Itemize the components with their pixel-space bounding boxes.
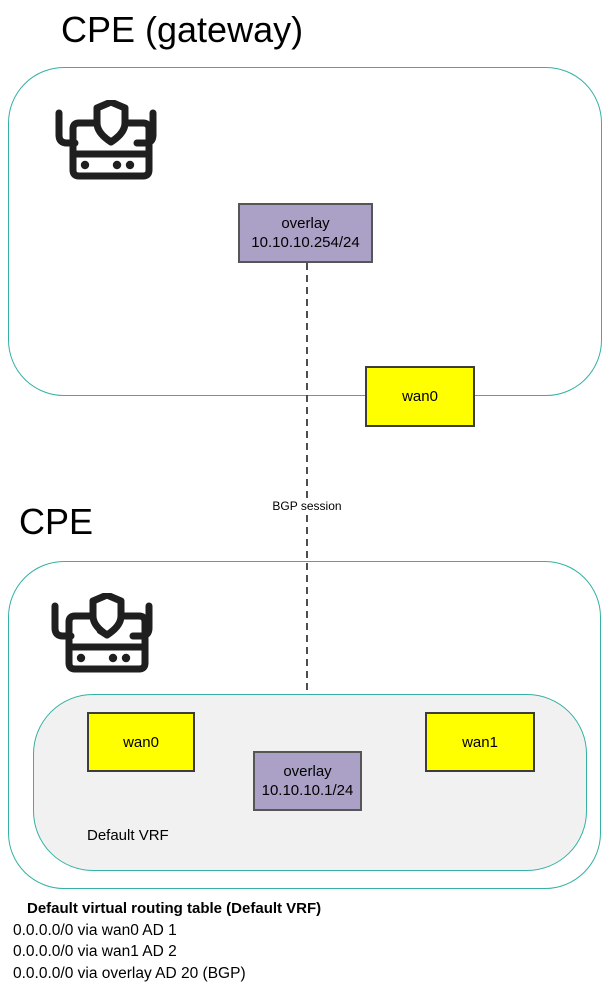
overlay-name: overlay [281, 215, 330, 232]
cpe-wan1-interface-box: wan1 [425, 712, 535, 772]
route-entry: 0.0.0.0/0 via wan1 AD 2 [13, 943, 177, 960]
routing-table-header: Default virtual routing table (Default V… [27, 900, 322, 917]
overlay-ip: 10.10.10.254/24 [251, 234, 360, 251]
wan1-label: wan1 [462, 733, 498, 751]
wan0-label: wan0 [402, 388, 438, 405]
route-entry: 0.0.0.0/0 via overlay AD 20 (BGP) [13, 964, 246, 982]
gateway-wan0-interface-box: wan0 [365, 366, 475, 427]
gateway-title: CPE (gateway) [61, 9, 304, 50]
wan0-label: wan0 [123, 733, 159, 751]
route-entry: 0.0.0.0/0 via wan0 AD 1 [13, 921, 177, 939]
default-vrf-label: Default VRF [87, 827, 169, 844]
bgp-session-label: BGP session [269, 499, 345, 514]
overlay-name: overlay [283, 763, 332, 780]
gateway-zone [8, 67, 602, 396]
routing-table: Default virtual routing table (Default V… [13, 898, 321, 984]
shield-router-icon [55, 100, 157, 180]
cpe-title: CPE [19, 501, 94, 542]
overlay-ip: 10.10.10.1/24 [261, 782, 354, 799]
gateway-overlay-interface-box: overlay 10.10.10.254/24 [238, 203, 373, 263]
cpe-wan0-interface-box: wan0 [87, 712, 195, 772]
cpe-zone [8, 561, 601, 889]
shield-router-icon [51, 593, 153, 673]
cpe-overlay-interface-box: overlay 10.10.10.1/24 [253, 751, 362, 811]
